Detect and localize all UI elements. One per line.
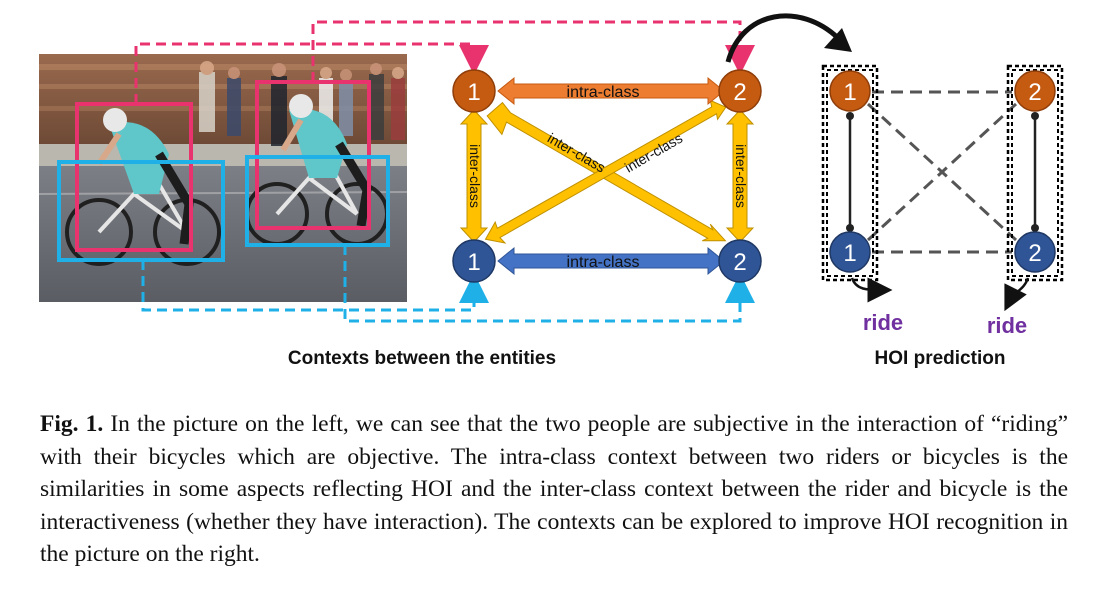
intra-top-label: intra-class — [567, 84, 640, 101]
human-1-link — [134, 42, 489, 104]
object-node-1: 1 — [452, 239, 496, 283]
figure-caption: Fig. 1. In the picture on the left, we c… — [40, 408, 1068, 571]
caption-text: In the picture on the left, we can see t… — [40, 411, 1068, 567]
inter-diag-arrow-b — [484, 99, 727, 244]
intra-bottom-label: intra-class — [567, 254, 640, 271]
pred-pair-box-1 — [821, 64, 879, 282]
pred-object-node-2-label: 2 — [1028, 240, 1041, 267]
hoi-prediction-title: HOI prediction — [875, 348, 1006, 369]
object-1-link — [141, 260, 489, 312]
object-2-link — [343, 245, 755, 323]
inter-left-label: inter-class — [467, 144, 483, 208]
ride-label-2: ride — [987, 313, 1027, 338]
transition-arrow — [725, 13, 840, 63]
human-box-1 — [75, 102, 193, 252]
human-node-1-label: 1 — [467, 79, 480, 106]
pred-edge-diag-b — [866, 102, 1018, 242]
object-node-2: 2 — [718, 239, 762, 283]
hoi-context-diagram: intra-class intra-class inter-class inte… — [57, 13, 1064, 369]
caption-label: Fig. 1. — [40, 411, 104, 437]
inter-right-label: inter-class — [733, 144, 749, 208]
pred-human-node-2: 2 — [1014, 70, 1056, 112]
pred-human-node-1-label: 1 — [843, 79, 856, 106]
pred-object-node-1-label: 1 — [843, 240, 856, 267]
human-node-2-label: 2 — [733, 79, 746, 106]
object-box-1 — [57, 160, 225, 262]
ride-arrow-2 — [1004, 277, 1030, 312]
human-node-2: 2 — [718, 69, 762, 113]
ride-label-1: ride — [863, 310, 903, 335]
object-node-2-label: 2 — [733, 249, 746, 276]
object-node-1-label: 1 — [467, 249, 480, 276]
human-node-1: 1 — [452, 69, 496, 113]
ride-arrow-1 — [850, 277, 893, 303]
pred-human-node-2-label: 2 — [1028, 79, 1041, 106]
pred-object-node-1: 1 — [829, 231, 871, 273]
contexts-section-title: Contexts between the entities — [288, 348, 556, 369]
human-2-link — [311, 20, 755, 82]
pred-human-node-1: 1 — [829, 70, 871, 112]
pred-pair-box-2 — [1006, 64, 1064, 282]
pred-object-node-2: 2 — [1014, 231, 1056, 273]
inter-diag-a-label: inter-class — [545, 130, 608, 176]
transition-arrowhead — [824, 28, 852, 52]
object-box-2 — [245, 155, 390, 247]
